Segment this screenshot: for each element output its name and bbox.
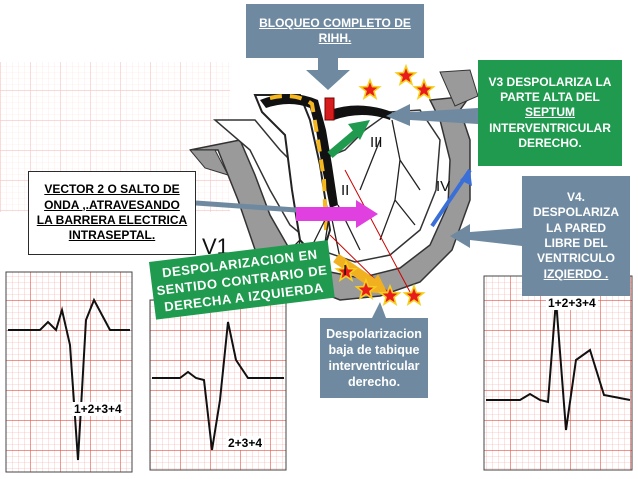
- v3-line-1: V3 DESPOLARIZA LA: [488, 74, 612, 89]
- vector-label-i: I: [343, 262, 348, 279]
- pointer-vector: [195, 200, 297, 213]
- septum-line-2: baja de tabique: [328, 343, 420, 357]
- vector-label-ii: II: [341, 182, 350, 199]
- ecg-trace-middle: [152, 321, 284, 451]
- vector-line-1: VECTOR 2 O SALTO DE: [44, 182, 180, 197]
- ecg-label-right: 1+2+3+4: [546, 296, 598, 310]
- vector-line-2: ONDA ,.ATRAVESANDO: [44, 197, 180, 212]
- activation-stars: [334, 63, 436, 306]
- callout-v4: V4. DESPOLARIZA LA PARED LIBRE DEL VENTR…: [522, 176, 630, 296]
- activation-star: [394, 63, 418, 86]
- v4-line-1: V4.: [566, 189, 585, 204]
- septum-line-1: Despolarizacion: [326, 327, 422, 341]
- vector-label-iv: IV: [436, 178, 451, 195]
- ecg-panel-left: [5, 271, 133, 473]
- activation-star: [378, 283, 402, 306]
- v3-line-3: SEPTUM: [524, 105, 575, 120]
- ecg-label-left: 1+2+3+4: [72, 402, 124, 416]
- conduction-branch-right: [330, 105, 392, 120]
- pointer-septum: [372, 302, 386, 318]
- pointer-v3: [386, 104, 478, 126]
- right-bundle-dashed: [269, 94, 328, 231]
- callout-septum: Despolarizacion baja de tabique interven…: [320, 318, 428, 398]
- arrow-magenta-vector2: [296, 207, 358, 221]
- vector-line-4: INTRASEPTAL.: [68, 228, 156, 243]
- arrow-orange-i: [333, 253, 377, 289]
- v4-line-4: LIBRE DEL: [544, 236, 608, 250]
- callout-bloqueo: BLOQUEO COMPLETO DE RIHH.: [246, 4, 424, 58]
- vector-label-iii: III: [370, 134, 383, 151]
- activation-star: [402, 283, 426, 306]
- v4-line-6: IZQIERDO .: [543, 266, 609, 281]
- callout-v3: V3 DESPOLARIZA LA PARTE ALTA DEL SEPTUM …: [478, 60, 622, 166]
- v3-line-4: INTERVENTRICULAR: [489, 120, 611, 135]
- bloqueo-line-1: BLOQUEO COMPLETO DE: [259, 15, 411, 30]
- pointer-bloqueo: [306, 58, 350, 90]
- v4-line-2: DESPOLARIZA: [532, 205, 619, 220]
- callout-vector-2: VECTOR 2 O SALTO DE ONDA ,.ATRAVESANDO L…: [28, 171, 196, 255]
- activation-star: [334, 259, 358, 282]
- block-marker: [324, 97, 335, 121]
- septum-line-3: interventricular: [328, 359, 420, 373]
- v4-line-5: VENTRICULO: [536, 251, 615, 266]
- v4-line-3: LA PARED: [545, 220, 606, 235]
- pointer-v4: [450, 224, 522, 248]
- septum-line-4: derecho.: [347, 375, 401, 389]
- v3-line-5: DERECHO.: [518, 136, 582, 151]
- v3-line-2: PARTE ALTA DEL: [500, 89, 600, 104]
- activation-star: [354, 277, 378, 300]
- vector-line-3: LA BARRERA ELECTRICA: [36, 213, 188, 227]
- activation-star: [358, 77, 382, 100]
- activation-star: [412, 77, 436, 100]
- ecg-label-middle: 2+3+4: [226, 436, 265, 450]
- bloqueo-line-2: RIHH.: [318, 31, 352, 45]
- conduction-bundle: [260, 94, 338, 208]
- heart-left-sweep: [188, 149, 229, 176]
